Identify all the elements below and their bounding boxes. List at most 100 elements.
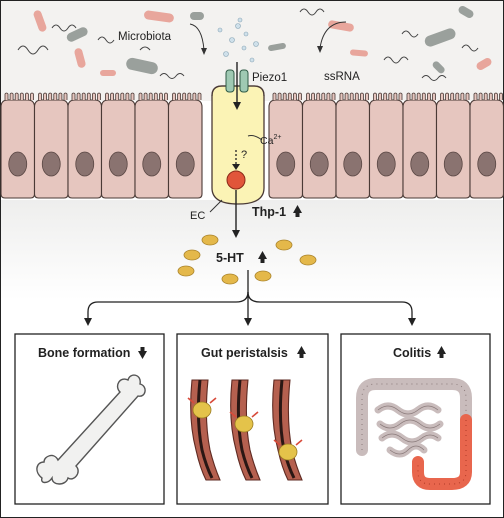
microvillus xyxy=(58,92,63,100)
microvillus xyxy=(494,92,498,100)
microvillus xyxy=(71,92,76,100)
microvillus xyxy=(110,92,114,100)
serotonin-up-arrow-icon xyxy=(258,251,267,263)
epithelial-cell xyxy=(167,99,203,199)
microvillus xyxy=(427,92,431,100)
microvillus xyxy=(105,92,109,100)
cell-nucleus xyxy=(343,151,363,177)
microvillus xyxy=(282,92,287,100)
epithelial-cell xyxy=(33,99,69,199)
microvillus xyxy=(298,92,302,100)
epithelial-cell xyxy=(335,99,371,199)
ssrna-label: ssRNA xyxy=(324,71,360,83)
piezo1-label: Piezo1 xyxy=(252,72,287,84)
ec-label: EC xyxy=(190,210,205,222)
microvillus xyxy=(331,92,336,100)
microvillus xyxy=(164,92,168,100)
contraction-arrow-icon xyxy=(273,439,281,446)
microvillus xyxy=(499,92,503,100)
cell-nucleus xyxy=(276,151,296,177)
microvillus xyxy=(125,92,130,100)
piezo1-channel xyxy=(225,69,249,93)
microvillus xyxy=(411,92,416,100)
microvillus xyxy=(76,92,81,100)
cell-nucleus xyxy=(477,151,497,177)
inflamed-colon xyxy=(412,414,472,490)
microvillus xyxy=(159,92,163,100)
microvillus xyxy=(153,92,158,100)
calcium-influx-arrowhead xyxy=(233,102,241,110)
thp1-up-arrow-icon xyxy=(293,205,302,217)
cell-nucleus xyxy=(108,151,128,177)
microvillus xyxy=(488,92,493,100)
microvillus xyxy=(460,92,465,100)
bone-formation-down-arrow-icon xyxy=(138,347,147,359)
epithelial-cell xyxy=(402,99,438,199)
colitis-title: Colitis xyxy=(393,346,431,360)
epithelial-cell xyxy=(469,99,504,199)
microvillus xyxy=(197,92,202,100)
serotonin-granules xyxy=(177,234,317,285)
microvillus xyxy=(378,92,382,100)
microvillus xyxy=(115,92,120,100)
microvillus xyxy=(120,92,125,100)
microvillus xyxy=(450,92,455,100)
microvillus xyxy=(339,92,344,100)
microvillus xyxy=(349,92,354,100)
microbiota-pointer xyxy=(189,23,205,51)
cell-nucleus xyxy=(309,151,329,177)
microvillus xyxy=(9,92,14,100)
microvillus xyxy=(63,92,68,100)
colitis-illustration xyxy=(356,378,472,490)
microvillus xyxy=(143,92,148,100)
cell-nucleus xyxy=(376,151,396,177)
colitis-up-arrow-icon xyxy=(437,346,446,358)
cell-nucleus xyxy=(410,151,430,177)
microvillus xyxy=(19,92,24,100)
microvillus xyxy=(81,92,86,100)
contraction-arrow-icon xyxy=(209,397,217,404)
microvillus xyxy=(53,92,58,100)
lamina-propria xyxy=(1,200,503,300)
microvillus xyxy=(316,92,321,100)
cell-nucleus xyxy=(41,151,61,177)
microvillus xyxy=(383,92,388,100)
microvillus xyxy=(272,92,277,100)
cell-nucleus xyxy=(175,151,195,177)
microvillus xyxy=(38,92,42,100)
cell-nucleus xyxy=(75,151,95,177)
microvillus xyxy=(293,92,297,100)
epithelial-cell xyxy=(67,99,103,199)
cell-nucleus xyxy=(142,151,162,177)
microvillus xyxy=(365,92,369,100)
microvillus xyxy=(287,92,292,100)
ca-pointer xyxy=(247,135,263,141)
ssrna-pointer-head xyxy=(317,46,323,53)
microvillus xyxy=(354,92,359,100)
microvillus xyxy=(277,92,282,100)
unknown-mechanism-label: ? xyxy=(241,149,247,161)
thp1-enzyme-dot xyxy=(226,170,246,190)
microvillus xyxy=(483,92,488,100)
microvillus xyxy=(445,92,449,100)
microvillus xyxy=(473,92,478,100)
microvillus xyxy=(130,92,135,100)
gut-peristalsis-up-arrow-icon xyxy=(297,346,306,358)
microvillus xyxy=(432,92,436,100)
microvillus xyxy=(182,92,187,100)
intestinal-lumen xyxy=(236,379,254,479)
intestinal-lumen xyxy=(196,379,214,479)
microvillus xyxy=(138,92,143,100)
cell-nucleus xyxy=(443,151,463,177)
microvillus xyxy=(388,92,393,100)
microvillus xyxy=(393,92,398,100)
epithelial-cell xyxy=(134,99,170,199)
microvillus xyxy=(43,92,47,100)
food-bolus xyxy=(278,443,298,461)
intestinal-epithelium xyxy=(0,92,504,199)
microvillus xyxy=(25,92,29,100)
thp1-label: Thp-1 xyxy=(252,205,286,219)
microvillus xyxy=(192,92,197,100)
microvillus xyxy=(97,92,101,100)
microvillus xyxy=(148,92,153,100)
